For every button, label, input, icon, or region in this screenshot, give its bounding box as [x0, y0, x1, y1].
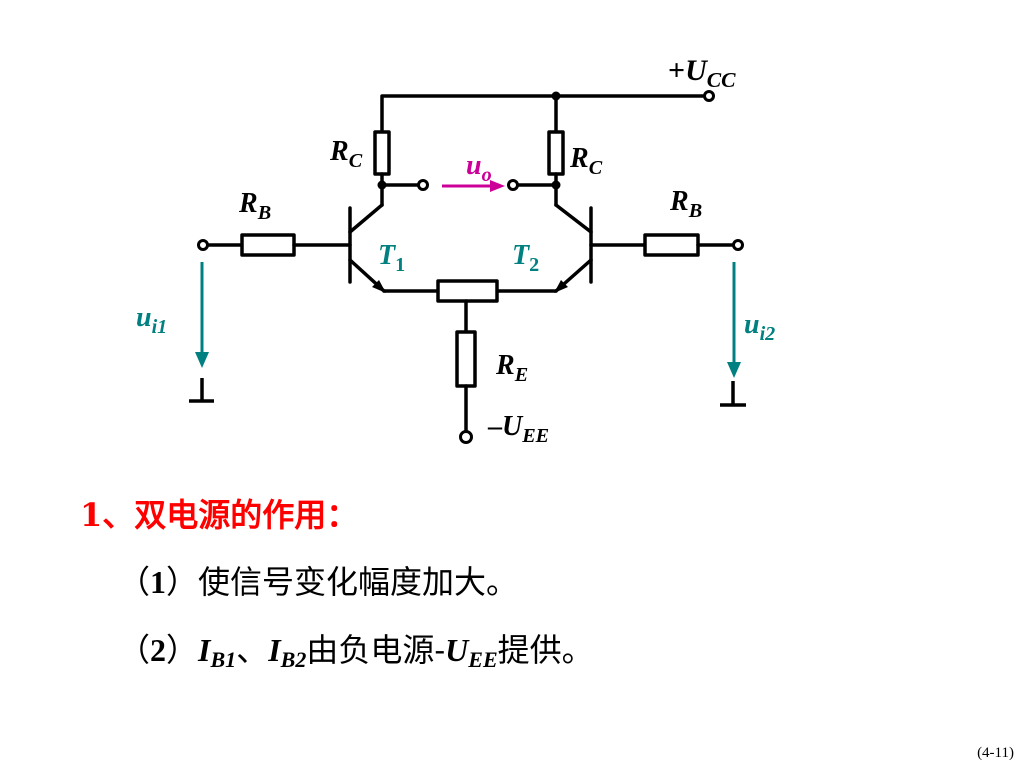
item-2-open-paren: （: [118, 631, 151, 669]
t2-label: T2: [512, 240, 539, 276]
rb-left-label: RB: [238, 188, 271, 224]
junction-vcc: [551, 91, 561, 101]
junction-rc-left: [377, 180, 387, 190]
vcc-rail: [380, 94, 708, 134]
item-1-body: 使信号变化幅度加大。: [198, 563, 519, 601]
ib2-symbol: I: [268, 632, 281, 668]
uee-symbol: U: [445, 632, 469, 668]
uo-label: uo: [466, 150, 492, 186]
t2-emitter-arrow: [554, 280, 568, 293]
uee-subscript: EE: [468, 647, 498, 672]
item-2: （2）IB1、IB2由负电源-UEE提供。: [118, 625, 594, 673]
item-1: （1）使信号变化幅度加大。: [118, 557, 518, 603]
input-terminal-left: [197, 239, 209, 251]
ui1-arrow-head: [195, 352, 209, 368]
item-2-end: 提供。: [497, 631, 594, 669]
item-2-close-paren: ）: [166, 631, 199, 669]
vcc-terminal: [703, 90, 715, 102]
re-label: RE: [495, 350, 528, 386]
item-1-number: 1: [150, 564, 167, 600]
ui2-arrow-head: [727, 362, 741, 378]
t1-emitter-arrow: [372, 280, 386, 293]
rc-right-label: RC: [569, 143, 603, 179]
vcc-label: +UCC: [668, 54, 736, 92]
ib1-symbol: I: [198, 632, 211, 668]
output-terminal-left: [417, 179, 429, 191]
item-2-middle: 由负电源-: [306, 631, 446, 669]
page-number: (4-11): [977, 745, 1014, 761]
item-1-close-paren: ）: [166, 563, 199, 601]
uo-arrow-head: [490, 180, 505, 192]
junction-rc-right: [551, 180, 561, 190]
t2-collector: [554, 203, 593, 234]
output-terminal-right: [507, 179, 519, 191]
ground-left: [189, 378, 214, 403]
differential-amplifier-circuit: +UCC RC RC uo RB RB T1 T2 ui1 ui2 RE –UE…: [136, 54, 775, 447]
item-2-separator: 、: [236, 631, 269, 669]
ui1-label: ui1: [136, 302, 167, 338]
heading: 1、双电源的作用：: [80, 496, 359, 534]
ib2-subscript: B2: [280, 647, 307, 672]
item-2-number: 2: [150, 632, 167, 668]
vee-terminal: [459, 430, 473, 444]
input-terminal-right: [732, 239, 744, 251]
t1-collector: [348, 203, 384, 234]
ground-right: [720, 381, 746, 407]
t1-label: T1: [378, 240, 405, 276]
item-1-open-paren: （: [118, 563, 151, 601]
rc-left-label: RC: [329, 136, 363, 172]
ib1-subscript: B1: [210, 647, 237, 672]
rb-right-label: RB: [669, 186, 702, 222]
ui2-label: ui2: [744, 309, 775, 345]
vee-label: –UEE: [487, 411, 549, 447]
